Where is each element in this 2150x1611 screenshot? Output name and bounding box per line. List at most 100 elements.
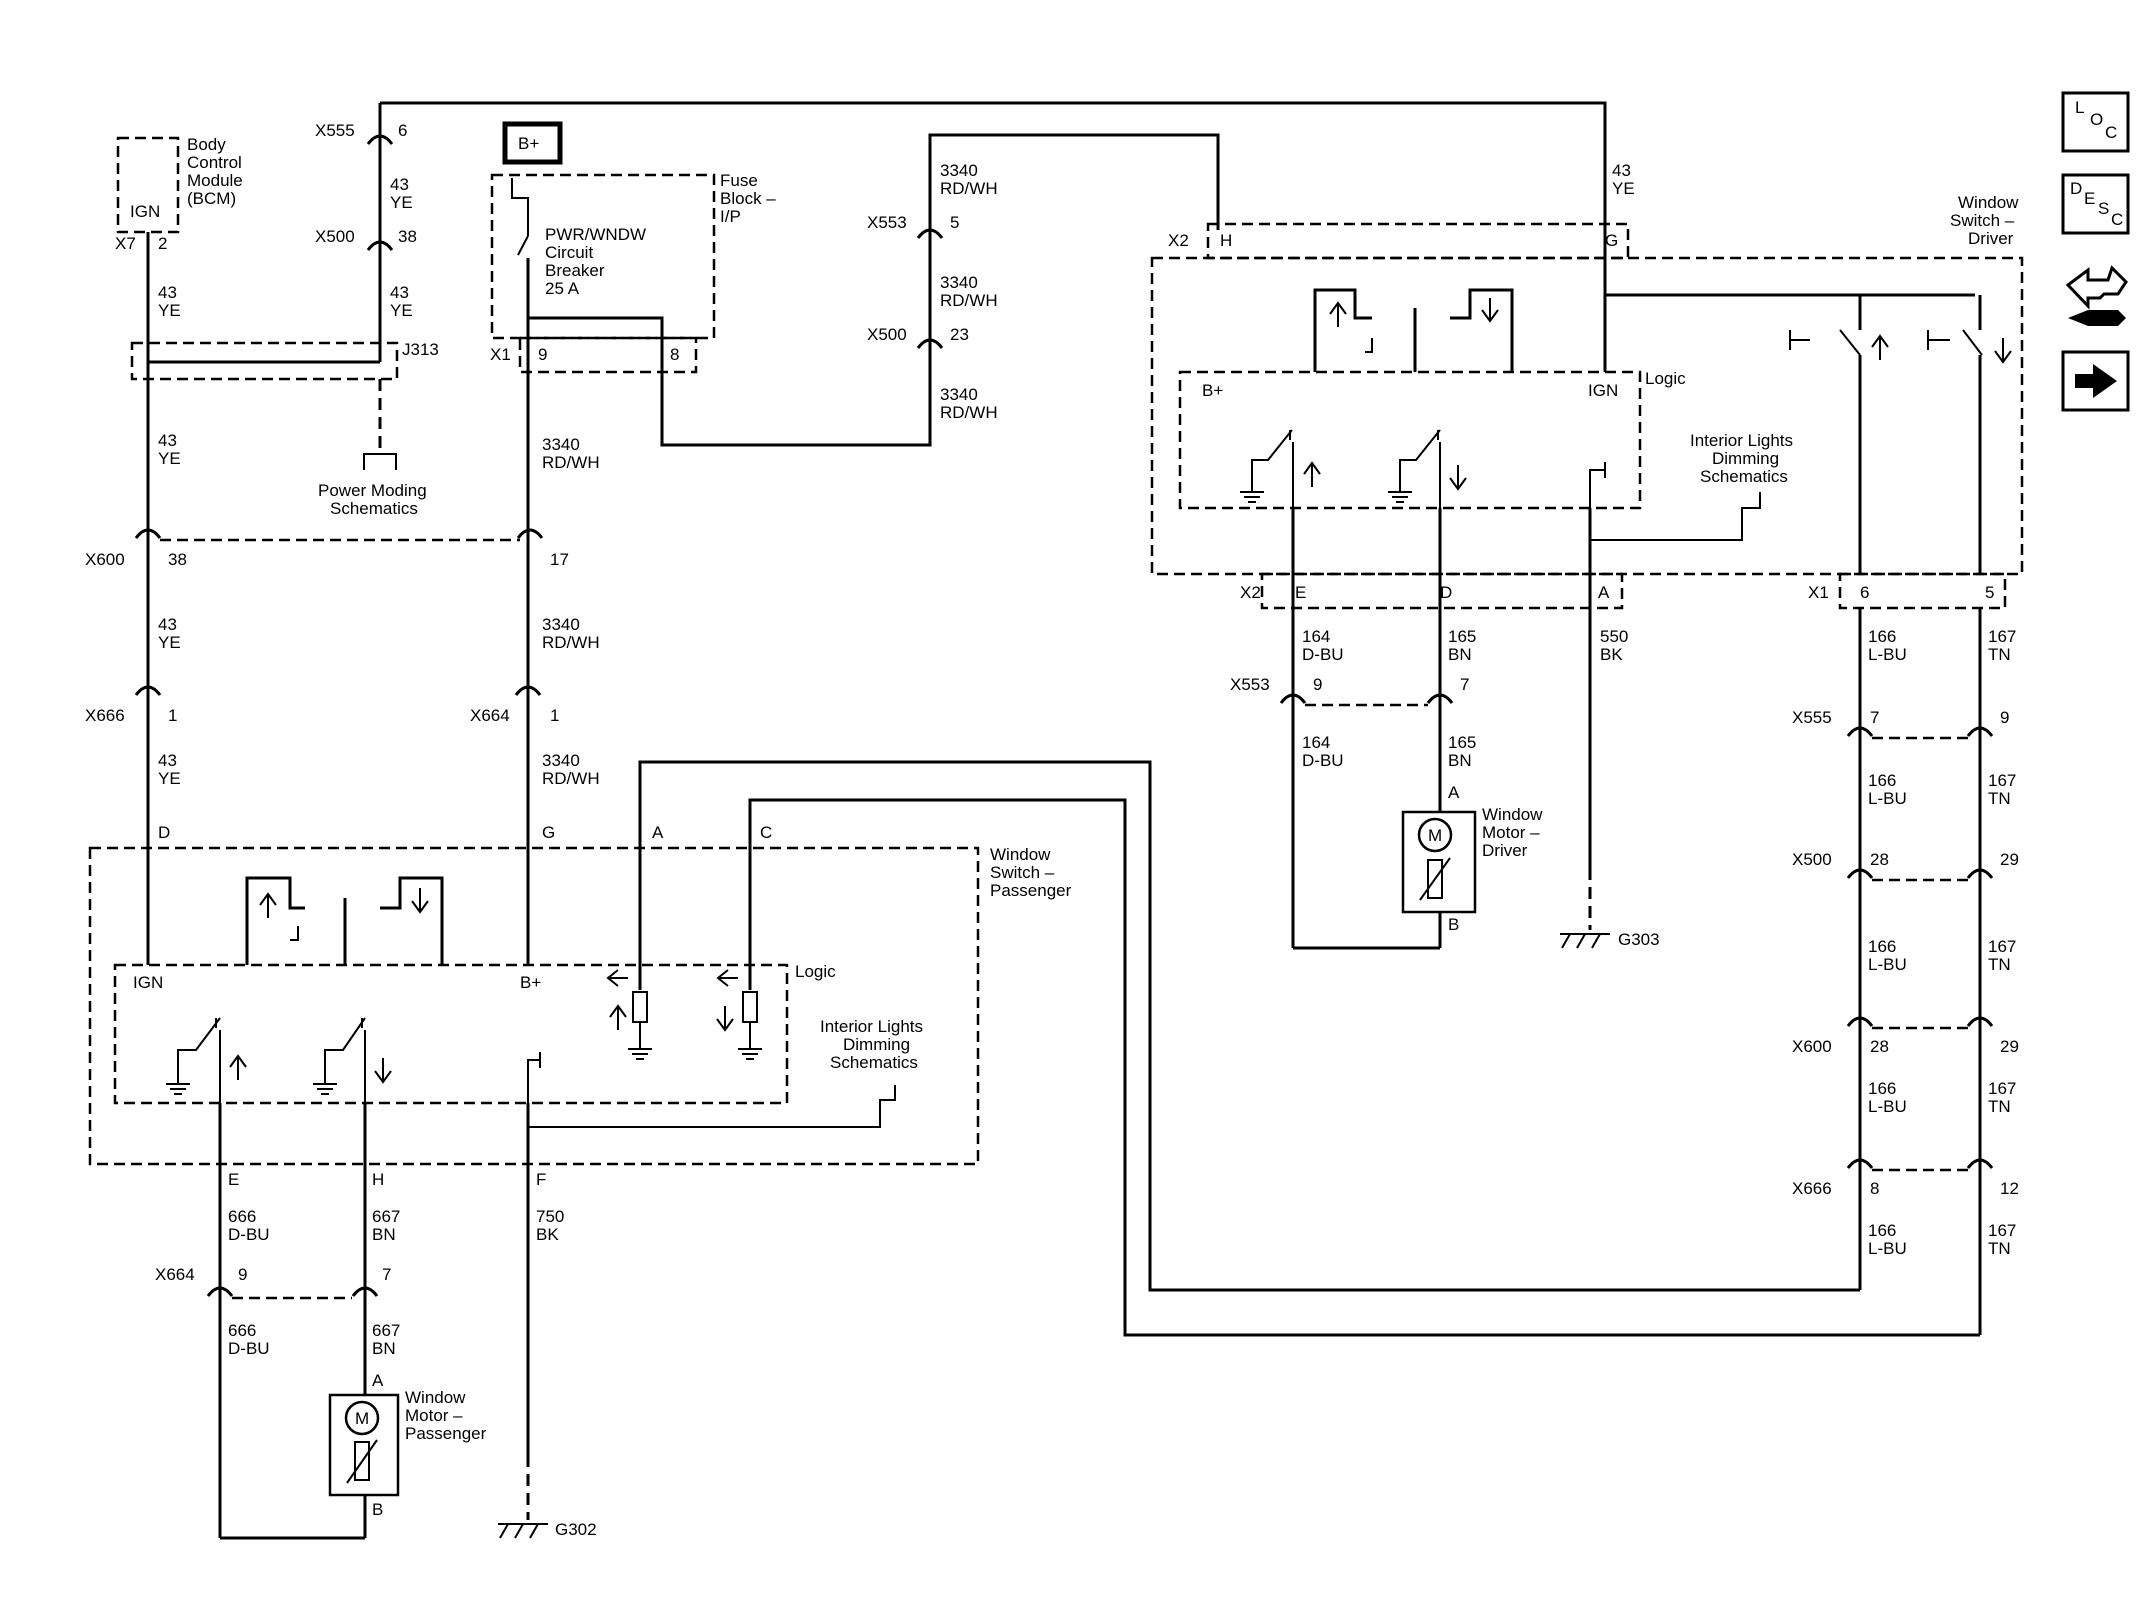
- svg-text:Block –: Block –: [720, 189, 776, 208]
- connector-x553-top[interactable]: X553 5: [867, 213, 959, 239]
- driver-logic-switch-up: [1239, 429, 1321, 508]
- svg-text:550: 550: [1600, 627, 1628, 646]
- connector-x664-mid[interactable]: X664 1: [470, 685, 559, 725]
- circuit-breaker: [511, 178, 530, 318]
- connector-x555-top[interactable]: X555 6: [315, 121, 407, 145]
- driver-motor-thermistor: [1427, 859, 1443, 899]
- svg-text:TN: TN: [1988, 1097, 2011, 1116]
- connector-x500-right[interactable]: X500 28 29: [1792, 850, 2019, 879]
- driver-right-switch-up: [1789, 295, 1889, 574]
- wire-166-l-bu-return: [638, 760, 1860, 1292]
- connector-x664-bottom[interactable]: X664 9 7: [155, 1265, 391, 1297]
- svg-text:TN: TN: [1988, 955, 2011, 974]
- bcm-pin: 2: [158, 234, 167, 253]
- driver-motor-m: M: [1428, 826, 1442, 845]
- wire-label-167-tn: 167 TN: [1988, 937, 2016, 974]
- bcm-label: Body Control Module (BCM): [187, 135, 243, 208]
- svg-text:38: 38: [168, 550, 187, 569]
- connector-x2-bottom[interactable]: X2 E D A: [1240, 583, 1610, 602]
- connector-x500-mid[interactable]: X500 23: [867, 325, 969, 349]
- driver-down-symbol: [1450, 288, 1514, 372]
- connector-x555-right[interactable]: X555 7 9: [1792, 708, 2009, 737]
- svg-text:9: 9: [238, 1265, 247, 1284]
- svg-text:Schematics: Schematics: [1700, 467, 1788, 486]
- svg-text:7: 7: [382, 1265, 391, 1284]
- connector-x666-right[interactable]: X666 8 12: [1792, 1158, 2019, 1198]
- connector-x2-top[interactable]: X2 H G: [1168, 231, 1618, 250]
- driver-switch-box: [1150, 256, 2024, 576]
- svg-text:28: 28: [1870, 1037, 1889, 1056]
- svg-text:166: 166: [1868, 937, 1896, 956]
- passenger-motor-pin-a: A: [372, 1371, 384, 1390]
- connector-x553-mid[interactable]: X553 9 7: [1230, 675, 1469, 704]
- passenger-logic-ground: [527, 1052, 541, 1103]
- desc-letter: D: [2070, 179, 2082, 198]
- svg-text:H: H: [1220, 231, 1232, 250]
- svg-text:25 A: 25 A: [545, 279, 580, 298]
- repair-icon[interactable]: [2058, 252, 2130, 332]
- svg-text:G: G: [1605, 231, 1618, 250]
- fuse-connector-strip: [518, 336, 698, 374]
- svg-text:RD/WH: RD/WH: [940, 179, 998, 198]
- svg-text:A: A: [1598, 583, 1610, 602]
- connector-x1-right[interactable]: X1 6 5: [1808, 583, 1994, 602]
- up-arrow-icon: [1329, 301, 1347, 327]
- wire-label-166-l-bu: 166 L-BU: [1868, 937, 1907, 974]
- svg-text:L-BU: L-BU: [1868, 645, 1907, 664]
- passenger-pin-labels-bottom: E H F: [228, 1170, 546, 1189]
- svg-text:X553: X553: [1230, 675, 1270, 694]
- wire-label-43-ye: 43 YE: [158, 751, 181, 788]
- wire-label-43-ye: 43 YE: [158, 615, 181, 652]
- desc-icon: D E S C: [2070, 179, 2123, 229]
- svg-text:D-BU: D-BU: [1302, 645, 1344, 664]
- svg-text:12: 12: [2000, 1179, 2019, 1198]
- svg-text:YE: YE: [158, 769, 181, 788]
- driver-x1-strip: [1838, 572, 2007, 610]
- wire-label-166-l-bu: 166 L-BU: [1868, 1221, 1907, 1258]
- driver-right-switch-down: [1927, 295, 2012, 574]
- desc-button[interactable]: D E S C: [2061, 173, 2130, 235]
- svg-text:D: D: [158, 823, 170, 842]
- loc-button[interactable]: L O C: [2061, 91, 2130, 153]
- svg-text:43: 43: [1612, 161, 1631, 180]
- svg-text:BN: BN: [372, 1339, 396, 1358]
- j313-label: J313: [402, 340, 439, 359]
- b-plus-icon: [502, 121, 563, 165]
- next-button[interactable]: [2061, 350, 2130, 412]
- fuse-block-box: [490, 173, 716, 340]
- driver-ign-pin: IGN: [1588, 381, 1618, 400]
- svg-text:E: E: [228, 1170, 239, 1189]
- wire-label-3340-rd-wh: 3340 RD/WH: [542, 751, 600, 788]
- wire-label-166-l-bu: 166 L-BU: [1868, 1079, 1907, 1116]
- svg-text:750: 750: [536, 1207, 564, 1226]
- svg-text:RD/WH: RD/WH: [940, 291, 998, 310]
- svg-text:666: 666: [228, 1207, 256, 1226]
- loc-letter: C: [2105, 123, 2117, 142]
- svg-text:Interior Lights: Interior Lights: [820, 1017, 923, 1036]
- svg-text:Power Moding: Power Moding: [318, 481, 427, 500]
- passenger-up-symbol: [245, 876, 305, 965]
- wire-label-167-tn: 167 TN: [1988, 627, 2016, 664]
- connector-x600-right[interactable]: X600 28 29: [1792, 1016, 2019, 1056]
- wire-label-167-tn: 167 TN: [1988, 1079, 2016, 1116]
- svg-text:BK: BK: [536, 1225, 559, 1244]
- passenger-motor-label: Window Motor – Passenger: [405, 1388, 487, 1443]
- svg-text:L-BU: L-BU: [1868, 789, 1907, 808]
- svg-text:D-BU: D-BU: [1302, 751, 1344, 770]
- svg-text:Interior Lights: Interior Lights: [1690, 431, 1793, 450]
- svg-text:A: A: [652, 823, 664, 842]
- svg-text:Body: Body: [187, 135, 226, 154]
- wire-label-164-d-bu: 164 D-BU: [1302, 733, 1344, 770]
- connector-x666-left[interactable]: X666 1: [85, 685, 177, 725]
- loc-letter: O: [2090, 110, 2103, 129]
- connector-x600-left[interactable]: X600 38 17: [85, 528, 569, 569]
- passenger-input-c: [716, 969, 763, 1060]
- svg-text:38: 38: [398, 227, 417, 246]
- j313-splice: [130, 341, 399, 381]
- passenger-logic-label: Logic: [795, 962, 836, 981]
- svg-text:TN: TN: [1988, 645, 2011, 664]
- svg-text:D-BU: D-BU: [228, 1225, 270, 1244]
- svg-text:YE: YE: [158, 449, 181, 468]
- driver-switch-label: Window Switch – Driver: [1950, 193, 2019, 248]
- connector-x500-top[interactable]: X500 38: [315, 227, 417, 251]
